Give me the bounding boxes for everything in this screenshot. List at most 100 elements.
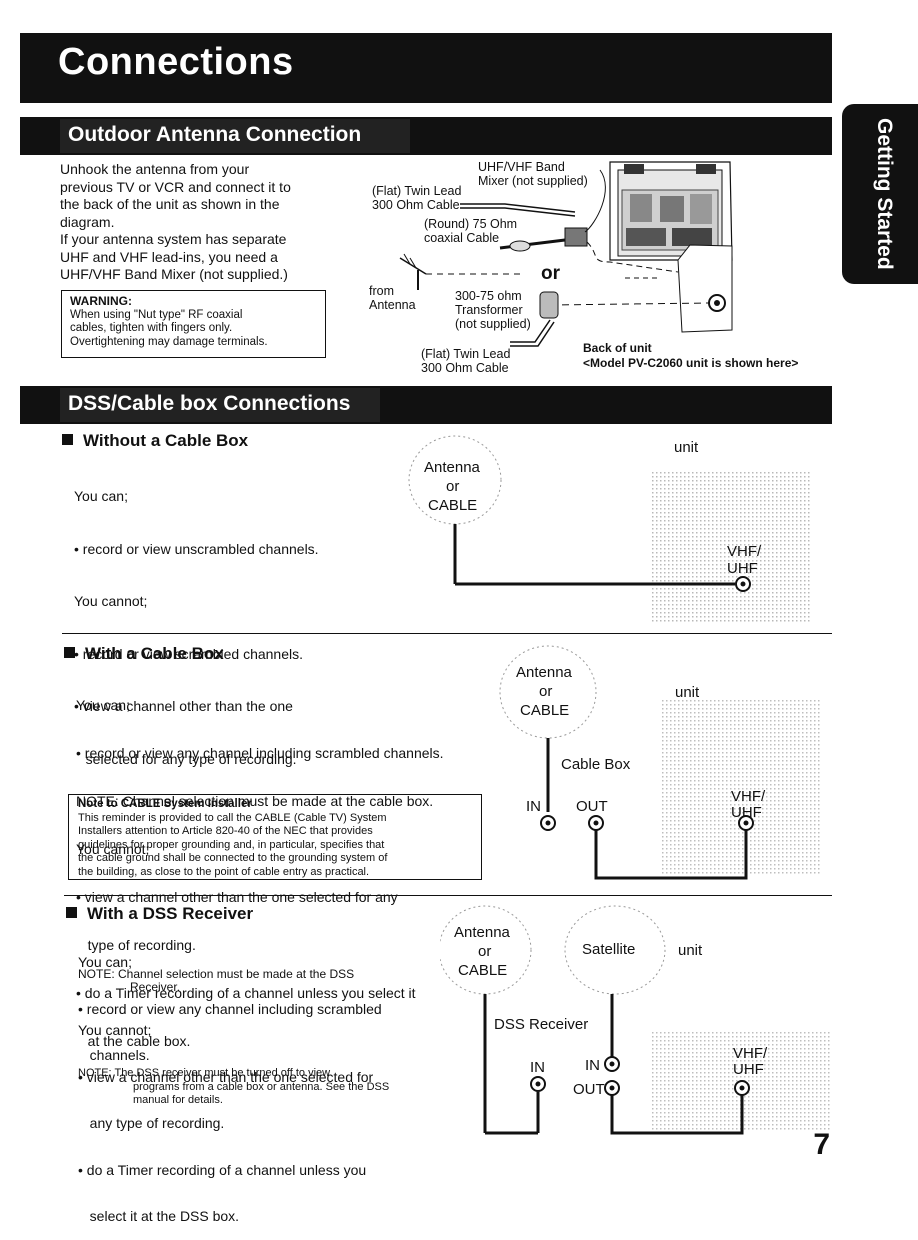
- note-line: Installers attention to Article 820-40 o…: [78, 825, 373, 837]
- divider: [62, 633, 832, 634]
- label-line: 300-75 ohm: [455, 289, 522, 303]
- or-label: or: [446, 478, 460, 495]
- text-line: • do a Timer recording of a channel unle…: [76, 985, 416, 1001]
- note-line: NOTE: Channel selection must be made at …: [78, 967, 355, 981]
- with-cable-text: You can; • record or view any channel in…: [76, 665, 444, 1065]
- label-line: 300 Ohm Cable: [421, 361, 509, 375]
- model-note: <Model PV-C2060 unit is shown here>: [583, 356, 799, 370]
- from-antenna-label: from Antenna: [369, 284, 416, 312]
- back-of-unit-label: Back of unit <Model PV-C2060 unit is sho…: [583, 341, 798, 371]
- vhf-uhf-label: VHF/ UHF: [731, 789, 765, 821]
- with-dss-text: You can; • record or view any channel in…: [78, 924, 382, 1079]
- subsection-title-with-dss: With a DSS Receiver: [66, 904, 253, 924]
- unit-illustration: [650, 1030, 830, 1130]
- cable-label: CABLE: [520, 702, 570, 719]
- subsection-title-without: Without a Cable Box: [62, 431, 248, 451]
- text-line: • record or view scrambled channels.: [74, 645, 303, 662]
- text-line: NOTE: Channel selection must be made at …: [76, 793, 434, 809]
- label-line: Antenna: [369, 298, 416, 312]
- dashed-line: [549, 302, 710, 306]
- page-title: Connections: [58, 41, 294, 83]
- subsection-title-text: Without a Cable Box: [83, 431, 249, 450]
- label-line: (Flat) Twin Lead: [372, 184, 462, 198]
- text-line: • record or view any channel including s…: [76, 745, 444, 761]
- text-line: • record or view unscrambled channels.: [74, 540, 319, 557]
- dss-note-2: NOTE: The DSS receiver must be turned of…: [78, 1067, 389, 1108]
- unit-illustration: [650, 472, 810, 622]
- note-line: guidelines for proper grounding and, in …: [78, 838, 385, 851]
- label-line: VHF/: [733, 1045, 768, 1062]
- unit-label: unit: [678, 942, 703, 959]
- band-mixer-icon: [564, 227, 588, 247]
- note-line: manual for details.: [133, 1094, 223, 1106]
- twin-lead-cable: [460, 203, 576, 213]
- antenna-label: Antenna: [424, 459, 480, 476]
- bullet-square-icon: [62, 434, 73, 445]
- page-number: 7: [813, 1128, 830, 1161]
- installer-note-box: Note to CABLE System Installer This remi…: [68, 794, 482, 880]
- note-line: the cable ground shall be connected to t…: [78, 852, 388, 864]
- cable-label: CABLE: [458, 962, 508, 979]
- label-line: (not supplied): [455, 317, 531, 331]
- warning-box: WARNING: When using "Nut type" RF coaxia…: [61, 290, 326, 358]
- label-line: UHF: [727, 560, 758, 577]
- antenna-cable-bubble: [499, 645, 597, 739]
- cable-line: [594, 830, 748, 880]
- dss-note-1: NOTE: Channel selection must be made at …: [78, 968, 354, 994]
- warning-line: cables, tighten with fingers only.: [70, 322, 233, 334]
- or-label: or: [539, 683, 553, 700]
- section-title: Outdoor Antenna Connection: [68, 123, 362, 146]
- text-line: any type of recording.: [78, 1115, 225, 1131]
- text-line: selected for any type of recording.: [74, 750, 297, 767]
- vhf-uhf-label: VHF/ UHF: [733, 1046, 767, 1078]
- warning-title: WARNING:: [70, 294, 132, 308]
- text-line: • record or view any channel including s…: [78, 1000, 382, 1017]
- text-line: You cannot;: [74, 593, 148, 609]
- text-line: the back of the unit as shown in the: [60, 196, 280, 212]
- text-line: previous TV or VCR and connect it to: [60, 178, 291, 195]
- transformer-label: 300-75 ohm Transformer (not supplied): [455, 289, 531, 331]
- text-line: You can;: [76, 697, 130, 713]
- side-tab-label: Getting Started: [873, 118, 896, 270]
- or-label: or: [541, 263, 560, 284]
- with-cable-box-diagram: [499, 645, 820, 880]
- label-line: 300 Ohm Cable: [372, 198, 460, 212]
- satellite-bubble: [564, 905, 666, 995]
- text-line: You cannot;: [78, 1022, 152, 1038]
- text-line: • view a channel other than the one sele…: [78, 1068, 374, 1085]
- dss-receiver-label: DSS Receiver: [494, 1016, 589, 1033]
- label-line: coaxial Cable: [424, 231, 500, 245]
- note-line: Receiver.: [130, 980, 181, 994]
- label-line: VHF/: [727, 543, 762, 560]
- unit-illustration: [660, 700, 820, 875]
- antenna-label: Antenna: [516, 664, 572, 681]
- vhf-uhf-label: VHF/ UHF: [727, 543, 761, 577]
- or-label: or: [478, 943, 492, 960]
- antenna-label: Antenna: [454, 924, 510, 941]
- unit-label: unit: [674, 439, 699, 456]
- note-line: This reminder is provided to call the CA…: [78, 811, 387, 824]
- note-line: NOTE: The DSS receiver must be turned of…: [78, 1067, 331, 1079]
- label-line: from: [369, 284, 394, 298]
- text-line: You can;: [78, 954, 132, 970]
- text-line: If your antenna system has separate: [60, 231, 287, 247]
- text-line: diagram.: [60, 213, 115, 230]
- text-line: type of recording.: [76, 937, 196, 953]
- text-line: channels.: [78, 1047, 150, 1063]
- note-title: Note to CABLE System Installer: [78, 798, 252, 810]
- text-line: • view a channel other than the one: [74, 698, 293, 714]
- satellite-label: Satellite: [582, 941, 636, 958]
- section-header-outdoor: Outdoor Antenna Connection: [20, 117, 832, 155]
- cable-box-label: Cable Box: [561, 756, 631, 773]
- without-text: You can; • record or view unscrambled ch…: [74, 453, 319, 786]
- cable-label: CABLE: [428, 497, 478, 514]
- antenna-connection-diagram: [399, 161, 733, 347]
- coax-label: (Round) 75 Ohm coaxial Cable: [424, 217, 517, 245]
- text-line: UHF and VHF lead-ins, you need a: [60, 248, 278, 265]
- label-line: UHF: [733, 1061, 764, 1078]
- section-header-dss: DSS/Cable box Connections: [20, 386, 832, 424]
- warning-line: Overtightening may damage terminals.: [70, 335, 268, 348]
- outdoor-instructions: Unhook the antenna from your previous TV…: [60, 161, 360, 284]
- label-line: Mixer (not supplied): [478, 174, 588, 188]
- tv-back-illustration: [609, 161, 733, 333]
